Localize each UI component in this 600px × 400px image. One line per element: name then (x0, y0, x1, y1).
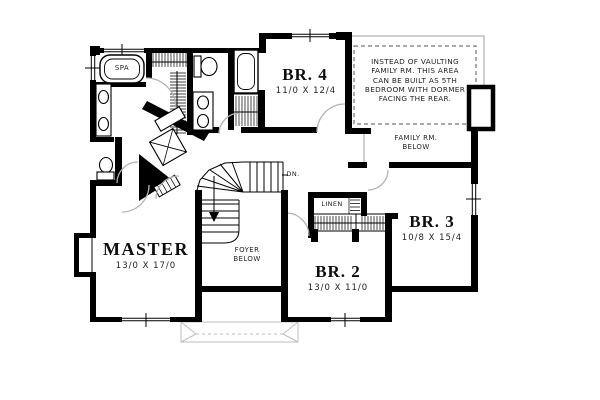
porch-roof (180, 321, 299, 343)
hall-bathtub (233, 49, 259, 94)
family-line2: BELOW (402, 143, 430, 151)
note-line-3: CAN BE BUILT AS 5TH (372, 75, 458, 85)
note-line-4: BEDROOM WITH DORMER (364, 84, 466, 94)
br4-door-arc (316, 103, 346, 133)
note-line-5: FACING THE REAR. (378, 94, 452, 104)
bath-door-arc (218, 112, 241, 135)
shower-seat (154, 106, 186, 132)
master-label: MASTER (102, 239, 190, 259)
walls (74, 32, 478, 322)
stair-treads-upper (249, 162, 279, 192)
stair-treads-lower (202, 199, 240, 233)
stairs (196, 161, 288, 244)
wic-hatch-top (152, 50, 187, 67)
down-label: DN. (286, 170, 300, 178)
corner-wedge-wall (139, 154, 172, 201)
family-line1: FAMILY RM. (394, 134, 438, 142)
master-vanity (95, 83, 112, 137)
br2-label: BR. 2 (315, 262, 361, 281)
foyer-below-label: FOYER BELOW (233, 246, 260, 264)
hall-toilet (193, 55, 218, 78)
note-line-2: FAMILY RM. THIS AREA (371, 66, 459, 76)
br4-closet-hatch (235, 96, 258, 126)
roof-line-upper-right (352, 35, 485, 86)
stair-down-arrow (209, 212, 219, 222)
master-bottom-window (122, 313, 170, 327)
sink (196, 95, 210, 110)
linen-shelves (348, 198, 360, 214)
stair-winders (196, 161, 244, 193)
stair-rail-curve (202, 229, 240, 244)
sink (97, 89, 110, 105)
family-rm-below-label: FAMILY RM. BELOW (395, 134, 438, 152)
br3-label: BR. 3 (409, 212, 455, 231)
stair-winder-edge (196, 161, 244, 191)
foyer-line1: FOYER (234, 246, 260, 254)
br4-dims: 11/0 X 12/4 (275, 86, 337, 96)
br2-dims: 13/0 X 11/0 (307, 283, 369, 293)
br3-door-arc (367, 169, 389, 191)
spa-label: SPA (114, 64, 130, 72)
sink (97, 116, 110, 132)
fixtures (95, 49, 259, 198)
br4-label: BR. 4 (282, 65, 328, 84)
bath-left-window (85, 56, 100, 80)
br3-window (466, 184, 481, 215)
foyer-line2: BELOW (233, 255, 261, 263)
br2-window (331, 313, 360, 327)
roof-lines (352, 35, 485, 162)
br3-dims: 10/8 X 15/4 (401, 233, 463, 243)
master-toilet (96, 156, 115, 181)
shower (148, 127, 188, 167)
master-dims: 13/0 X 17/0 (115, 261, 177, 271)
door-arcs (116, 77, 389, 237)
wc-door-arc (116, 161, 139, 184)
master-door-arc (121, 184, 150, 213)
closet-door-arc (145, 77, 177, 109)
windows (85, 29, 481, 327)
br2-door-arc (287, 212, 310, 237)
option-note: INSTEAD OF VAULTING FAMILY RM. THIS AREA… (365, 57, 465, 103)
br4-window (292, 29, 329, 42)
spa-tub (99, 54, 145, 84)
hall-door-arc (155, 175, 180, 200)
chimney (466, 84, 496, 132)
closet-hatching (152, 50, 385, 232)
hall-vanity (192, 91, 214, 131)
note-line-1: INSTEAD OF VAULTING (371, 57, 459, 66)
linen-label: LINEN (321, 200, 343, 208)
sink (196, 113, 210, 129)
